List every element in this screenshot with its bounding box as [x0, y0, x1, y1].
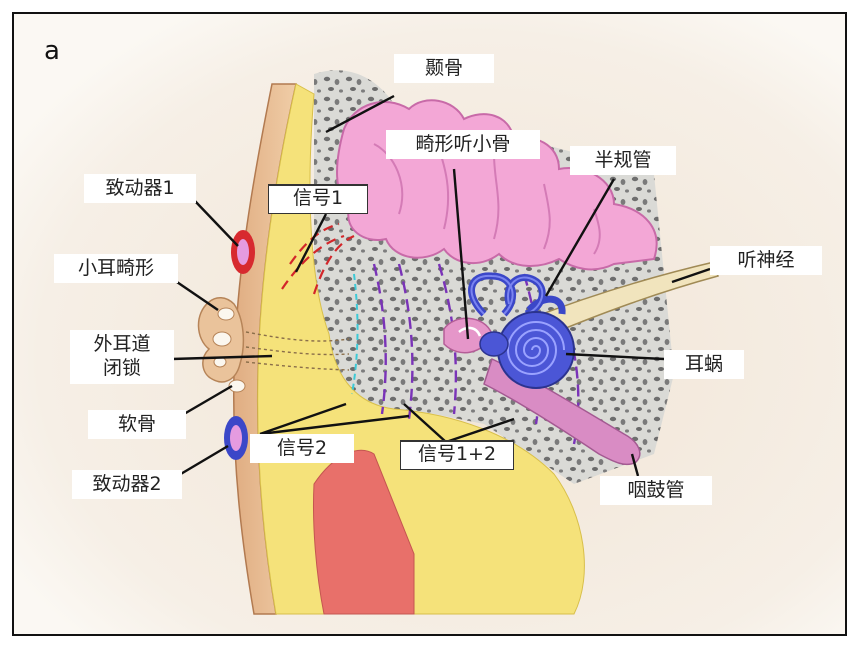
cochlea-spiral	[479, 311, 575, 389]
label-microtia: 小耳畸形	[54, 254, 178, 283]
label-semicircular-canals: 半规管	[570, 146, 676, 175]
signal2-waves	[351, 273, 359, 395]
label-ear-canal-atresia: 外耳道 闭锁	[70, 330, 174, 384]
label-ear-canal-atresia-line1: 外耳道	[93, 333, 151, 355]
label-cartilage: 软骨	[88, 410, 186, 439]
auditory-nerve	[527, 261, 719, 340]
label-cochlea: 耳蜗	[664, 350, 744, 379]
panel-letter: a	[44, 36, 60, 66]
figure-frame: a 颞骨 畸形听小骨 半规管 致动器1 信号1 小耳畸形 听神经 外耳道 闭锁 …	[12, 12, 847, 636]
microtia-auricle	[197, 297, 245, 383]
cartilage-piece	[228, 379, 246, 393]
ear-canal-atresia-lines	[245, 331, 350, 371]
label-ear-canal-atresia-line2: 闭锁	[102, 356, 141, 379]
label-temporal-bone: 颞骨	[394, 54, 494, 83]
label-signal2: 信号2	[250, 434, 354, 463]
label-auditory-nerve: 听神经	[710, 246, 822, 275]
label-ossicle-malformation: 畸形听小骨	[386, 130, 540, 159]
leader-lines	[171, 94, 711, 480]
actuator1-device	[231, 230, 255, 274]
ear-anatomy-illustration	[14, 14, 845, 634]
actuator2-device	[224, 416, 248, 460]
label-eustachian-tube: 咽鼓管	[600, 476, 712, 505]
label-actuator2: 致动器2	[72, 470, 182, 499]
label-signal1-2: 信号1+2	[400, 440, 514, 470]
label-signal1: 信号1	[268, 184, 368, 214]
label-actuator1: 致动器1	[84, 174, 196, 203]
